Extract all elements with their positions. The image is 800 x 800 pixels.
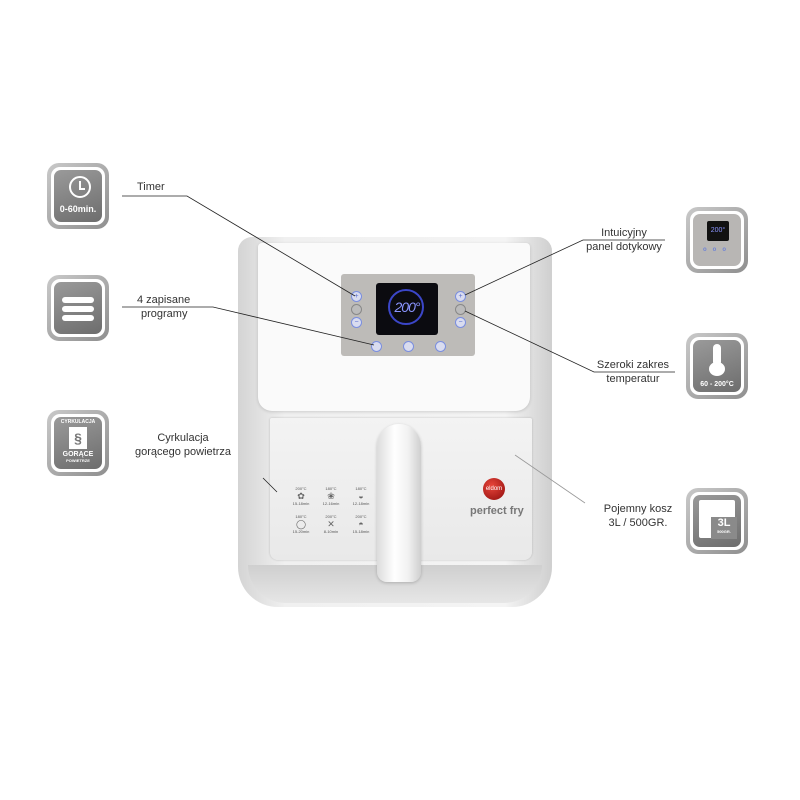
timer-icon-button[interactable]	[351, 304, 362, 315]
basket-label: Pojemny kosz 3L / 500GR.	[592, 502, 684, 530]
timer-minus-button[interactable]: −	[351, 317, 362, 328]
food-icon: ◯	[295, 519, 307, 529]
basket-label-line2: 3L / 500GR.	[608, 517, 668, 529]
panel-label-line1: Intuicyjny	[601, 227, 647, 239]
guide-time: 8-10min	[323, 529, 339, 534]
guide-time: 12-16min	[322, 501, 340, 506]
guide-time: 15-18min	[292, 501, 310, 506]
temp-plus-button[interactable]: +	[455, 291, 466, 302]
panel-badge-display: 200°	[710, 227, 726, 234]
menu-lines-icon	[54, 282, 102, 334]
circulation-badge: CYRKULACJA § GORĄCE POWIETRZE	[47, 410, 109, 476]
guide-temp: 180°C	[295, 514, 307, 519]
circulation-badge-top: CYRKULACJA	[60, 419, 96, 425]
food-icon: ◒	[358, 491, 364, 501]
circulation-label: Cyrkulacja gorącego powietrza	[128, 431, 238, 459]
temperature-label: Szeroki zakres temperatur	[585, 358, 681, 386]
cooking-guide-item: 200°C✕8-10min	[320, 514, 342, 534]
cooking-guide-item: 180°C❀12-16min	[320, 486, 342, 506]
timer-plus-button[interactable]: +	[351, 291, 362, 302]
basket-handle[interactable]	[377, 424, 421, 582]
brand-logo: eldom	[483, 478, 505, 500]
guide-time: 12-18min	[352, 501, 370, 506]
circulation-label-line2: gorącego powietrza	[134, 446, 231, 458]
food-icon: ◓	[358, 519, 364, 529]
cooking-guide-item: 180°C◯15-20min	[290, 514, 312, 534]
cooking-guide-item: 200°C◓15-18min	[350, 514, 372, 534]
program-button-3[interactable]	[435, 341, 446, 352]
guide-temp: 200°C	[325, 514, 337, 519]
panel-badge: 200° ooo	[686, 207, 748, 273]
basket-label-line1: Pojemny kosz	[603, 503, 673, 515]
circulation-callout-line	[262, 477, 278, 493]
temperature-badge: 60 - 200°C	[686, 333, 748, 399]
temp-minus-button[interactable]: −	[455, 317, 466, 328]
guide-temp: 180°C	[355, 486, 367, 491]
display-ring	[388, 289, 424, 325]
cooking-guide-item: 180°C◒12-18min	[350, 486, 372, 506]
food-icon: ✕	[327, 519, 335, 529]
panel-label: Intuicyjny panel dotykowy	[578, 226, 670, 254]
program-button-1[interactable]	[371, 341, 382, 352]
cooking-guide-item: 200°C✿15-18min	[290, 486, 312, 506]
model-name: perfect fry	[470, 505, 524, 517]
timer-badge: 0-60min.	[47, 163, 109, 229]
panel-label-line2: panel dotykowy	[586, 241, 662, 253]
temp-icon-button[interactable]	[455, 304, 466, 315]
temperature-label-line2: temperatur	[606, 373, 660, 385]
circulation-label-line1: Cyrkulacja	[157, 432, 209, 444]
guide-time: 15-18min	[352, 529, 370, 534]
program-button-2[interactable]	[403, 341, 414, 352]
programs-label-line2: programy	[141, 308, 188, 320]
touch-panel-icon: 200° ooo	[693, 214, 741, 266]
temperature-badge-text: 60 - 200°C	[700, 381, 734, 388]
air-circulation-icon: §	[69, 427, 87, 449]
circulation-badge-bottom2: POWIETRZE	[66, 458, 90, 463]
guide-temp: 200°C	[295, 486, 307, 491]
basket-badge: 3L 500GR.	[686, 488, 748, 554]
programs-label-line1: 4 zapisane	[137, 294, 191, 306]
display-temperature: 200°	[394, 299, 421, 315]
lcd-display: 200°	[376, 283, 438, 335]
timer-label: Timer	[137, 181, 165, 193]
basket-badge-big: 3L	[717, 517, 731, 529]
food-icon: ❀	[327, 491, 335, 501]
timer-callout-line	[122, 195, 356, 297]
panel-callout-line	[464, 239, 665, 296]
guide-temp: 180°C	[325, 486, 337, 491]
temperature-callout-line	[464, 310, 675, 373]
basket-box-icon: 3L 500GR.	[711, 517, 737, 539]
timer-badge-text: 0-60min.	[59, 204, 97, 214]
clock-icon	[69, 176, 91, 198]
thermometer-icon	[713, 344, 721, 366]
temperature-label-line1: Szeroki zakres	[596, 359, 670, 371]
programs-label: 4 zapisane programy	[137, 293, 190, 321]
programs-badge	[47, 275, 109, 341]
basket-callout-line	[514, 454, 586, 504]
food-icon: ✿	[297, 491, 305, 501]
guide-time: 15-20min	[292, 529, 310, 534]
basket-badge-small: 500GR.	[717, 529, 731, 534]
programs-callout-line	[122, 306, 375, 346]
guide-temp: 200°C	[355, 514, 367, 519]
circulation-badge-bottom: GORĄCE	[62, 451, 94, 458]
